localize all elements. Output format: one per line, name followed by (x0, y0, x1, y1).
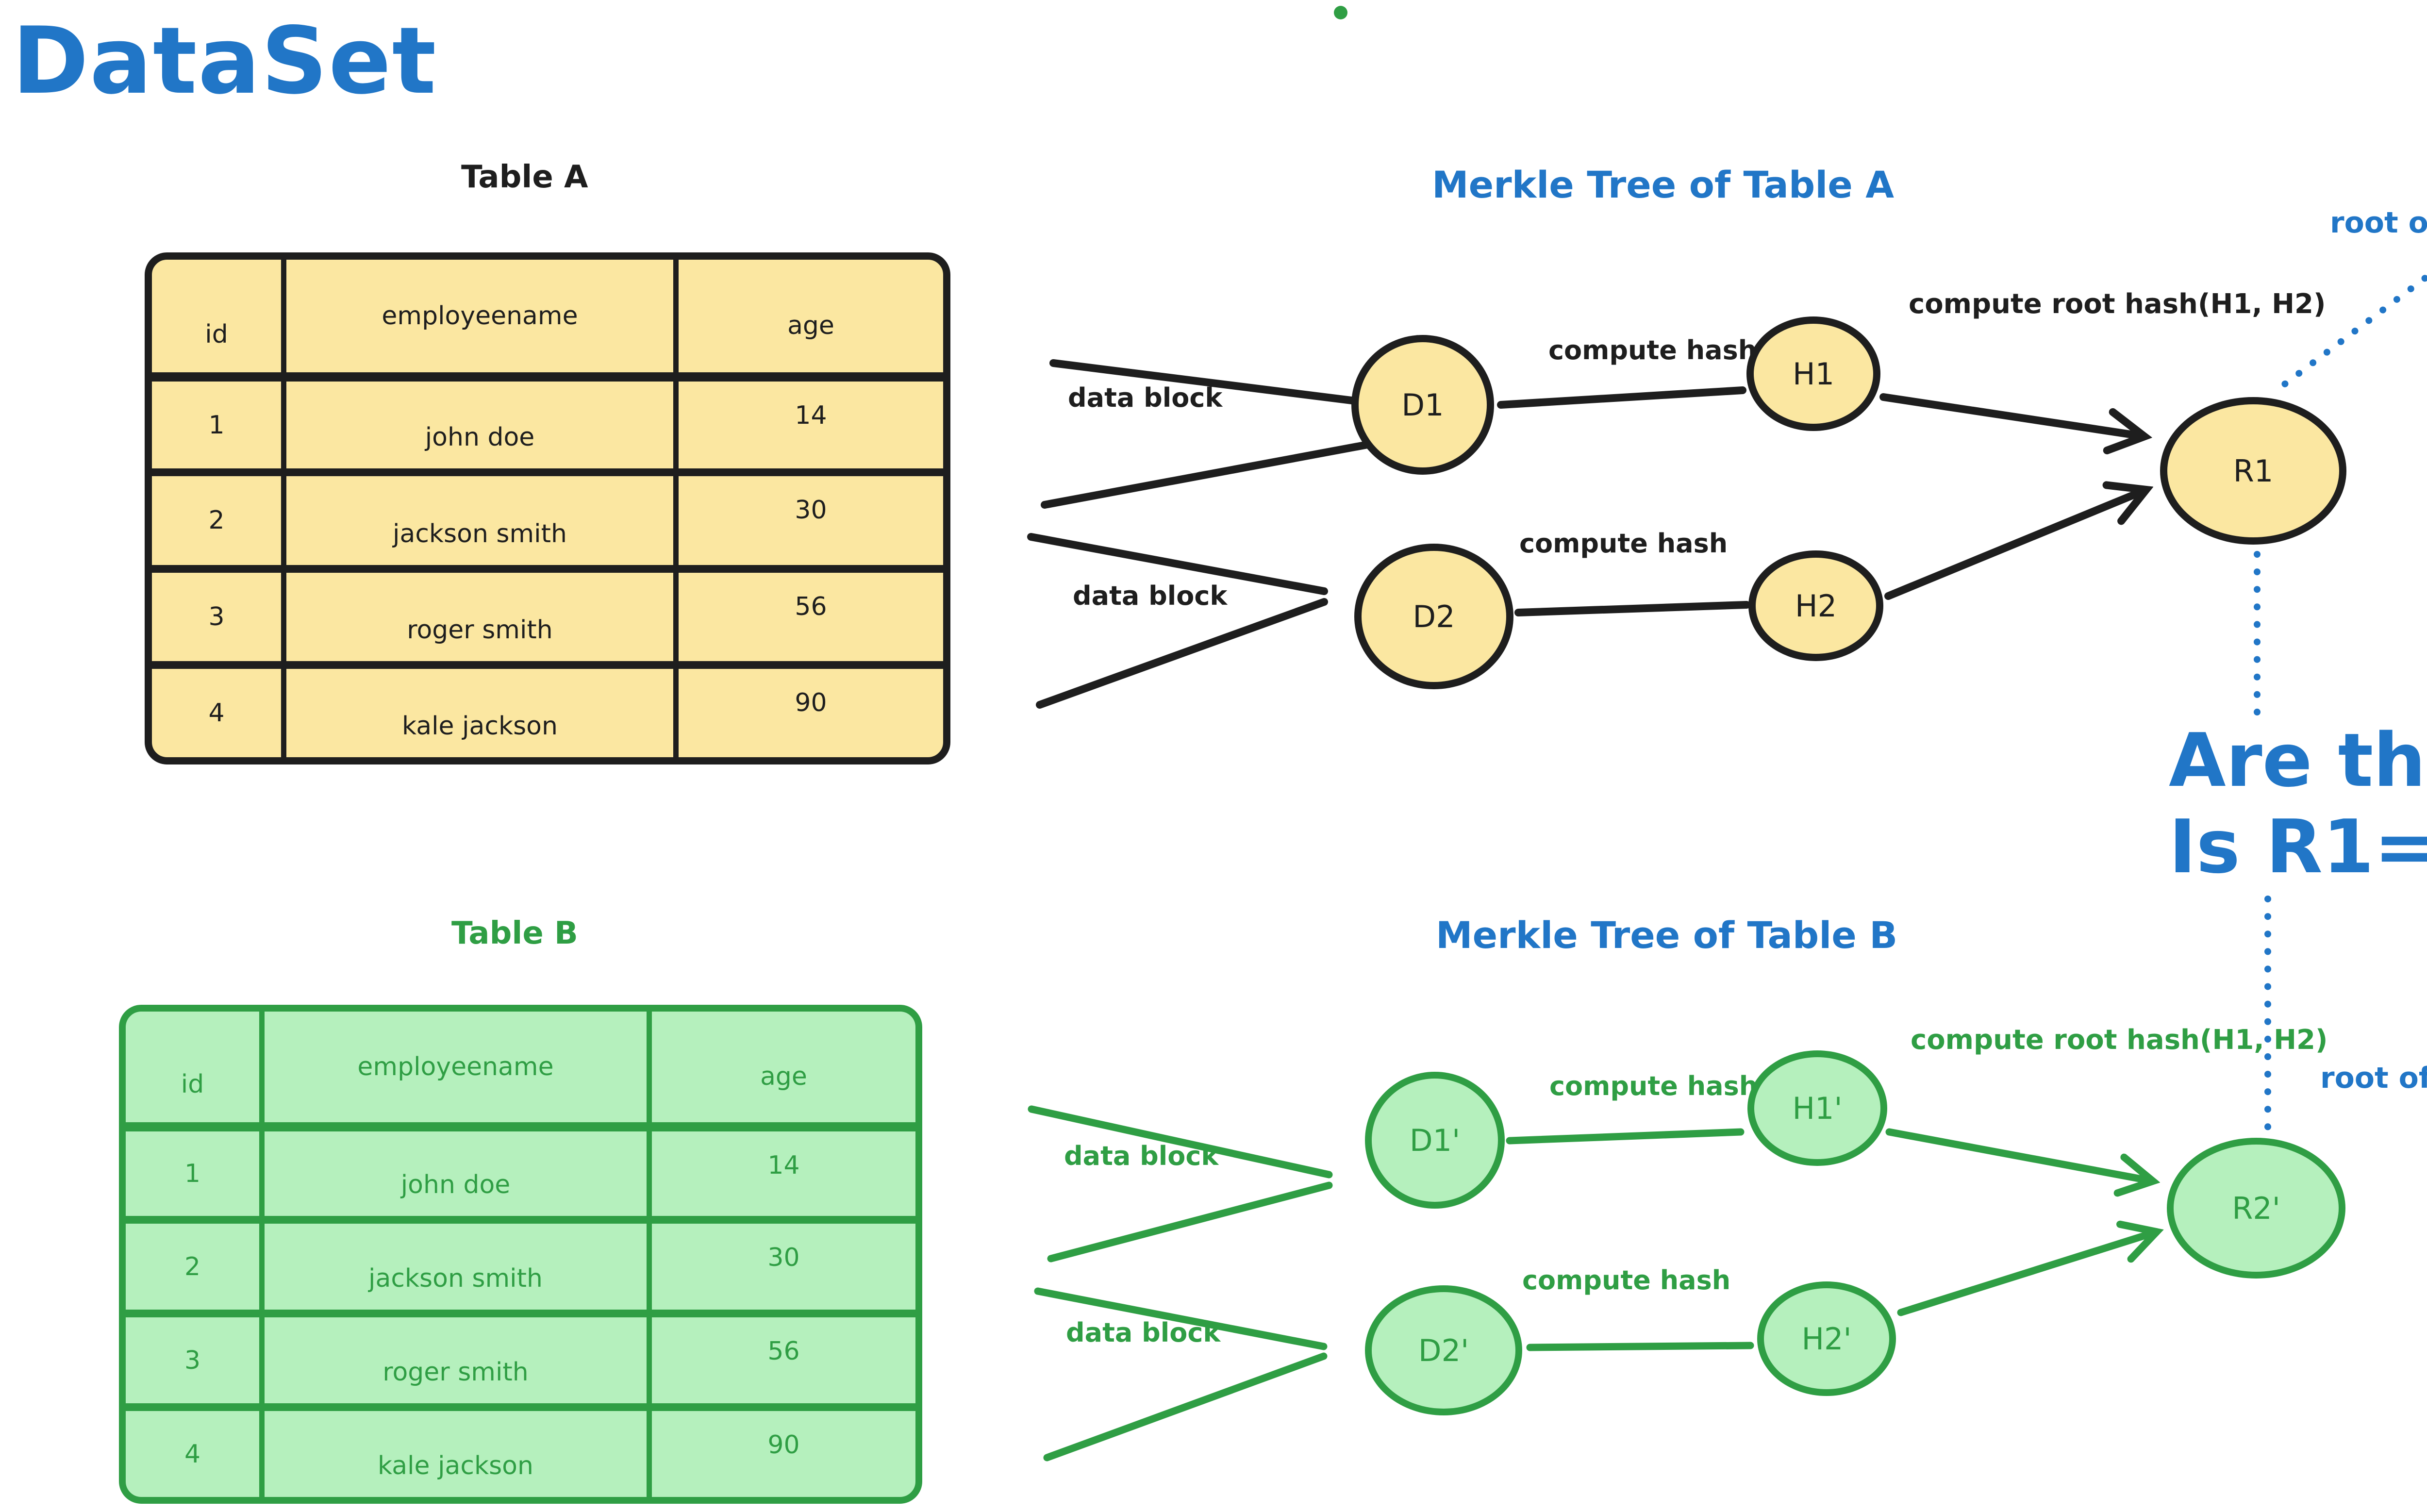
node-d1-prime: D1' (1365, 1072, 1505, 1209)
table-a-header-age: age (787, 311, 834, 340)
root-of-merkle-table-b-annotation: root of merkle table b (2320, 1061, 2427, 1095)
a-compute-root-hash-label: compute root hash(H1, H2) (1909, 288, 2326, 320)
merkle-tree-a-title: Merkle Tree of Table A (1432, 163, 1895, 206)
node-h1: H1 (1746, 316, 1880, 431)
table-a-cell: 1 (152, 372, 286, 469)
table-b-header-age: age (760, 1062, 807, 1091)
table-a-cell: 90 (679, 661, 943, 757)
table-b-cell: 1 (126, 1122, 265, 1216)
a-data-block-label-1: data block (1068, 382, 1223, 413)
table-b-cell: john doe (265, 1122, 652, 1216)
node-h2-prime: H2' (1757, 1281, 1896, 1396)
table-b: id employeename age 1 john doe 14 2 jack… (119, 1005, 922, 1504)
b-datablock1-line-top (1028, 1105, 1333, 1179)
b-compute-hash-label-1: compute hash (1549, 1071, 1758, 1101)
b-data-block-label-2: data block (1066, 1317, 1221, 1348)
table-b-cell: jackson smith (265, 1216, 652, 1310)
a-h1-r1-arrow (1879, 393, 2141, 436)
root-of-merkle-table-a-annotation: root of merkle table a (2330, 206, 2427, 240)
node-r1: R1 (2160, 397, 2346, 545)
node-h2: H2 (1748, 550, 1883, 661)
table-a-cell: 14 (679, 372, 943, 468)
b-compute-hash-label-2: compute hash (1522, 1265, 1731, 1296)
a-compute-hash-label-2: compute hash (1519, 528, 1728, 559)
b-datablock2-line-bottom (1043, 1352, 1328, 1462)
table-a-cell: 2 (152, 468, 286, 565)
b-h2-r2-arrow (1897, 1233, 2153, 1316)
table-a-cell: roger smith (286, 565, 679, 661)
table-b-cell: 2 (126, 1216, 265, 1310)
sync-question-line1: Are they in sync? (2169, 717, 2427, 803)
b-datablock2-line-top (1034, 1287, 1328, 1350)
dotted-link-root-a (2277, 272, 2427, 391)
a-d2-h2-line (1514, 601, 1750, 616)
table-b-cell: 30 (652, 1216, 915, 1310)
b-compute-root-hash-label: compute root hash(H1, H2) (1911, 1024, 2328, 1056)
table-a-cell: 3 (152, 565, 286, 661)
b-h1-r2-arrow (1885, 1128, 2149, 1180)
table-a-cell: 4 (152, 661, 286, 757)
b-datablock1-line-bottom (1047, 1181, 1333, 1263)
node-d2: D2 (1354, 544, 1513, 689)
a-datablock2-line-top (1027, 533, 1328, 595)
a-compute-hash-label-1: compute hash (1548, 335, 1757, 366)
table-b-cell: 56 (652, 1310, 915, 1403)
table-a-cell: jackson smith (286, 468, 679, 565)
table-b-cell: roger smith (265, 1310, 652, 1403)
b-data-block-label-1: data block (1064, 1141, 1219, 1171)
table-b-cell: kale jackson (265, 1403, 652, 1497)
node-d1: D1 (1351, 335, 1494, 475)
table-b-header-id: id (126, 1012, 265, 1122)
b-d2-h2-line (1526, 1342, 1754, 1351)
table-b-title: Table B (451, 915, 578, 951)
page-title: DataSet (12, 7, 437, 115)
merkle-tree-b-title: Merkle Tree of Table B (1436, 914, 1898, 957)
a-d1-h1-line (1497, 386, 1746, 409)
node-h1-prime: H1' (1747, 1050, 1887, 1166)
table-a-cell: 30 (679, 468, 943, 565)
table-a-cell: john doe (286, 372, 679, 469)
table-a-title: Table A (461, 159, 588, 195)
table-a-cell: 56 (679, 565, 943, 661)
table-b-cell: 4 (126, 1403, 265, 1497)
table-a: id employeename age 1 john doe 14 2 jack… (145, 252, 950, 764)
table-a-header-id: id (152, 260, 286, 372)
table-a-header-name: employeename (286, 260, 679, 372)
node-r2-prime: R2' (2167, 1138, 2345, 1279)
table-b-cell: 90 (652, 1403, 915, 1497)
a-datablock2-line-bottom (1036, 598, 1328, 709)
a-data-block-label-2: data block (1073, 581, 1228, 611)
node-d2-prime: D2' (1365, 1285, 1522, 1415)
sync-question-line2: Is R1=R2 (2169, 804, 2427, 890)
b-d1-h1-line (1506, 1128, 1745, 1145)
table-b-cell: 3 (126, 1310, 265, 1403)
stray-dot (1334, 6, 1347, 19)
table-b-cell: 14 (652, 1122, 915, 1216)
table-a-cell: kale jackson (286, 661, 679, 757)
a-h2-r1-arrow (1884, 491, 2143, 600)
table-b-header-name: employeename (265, 1012, 652, 1122)
